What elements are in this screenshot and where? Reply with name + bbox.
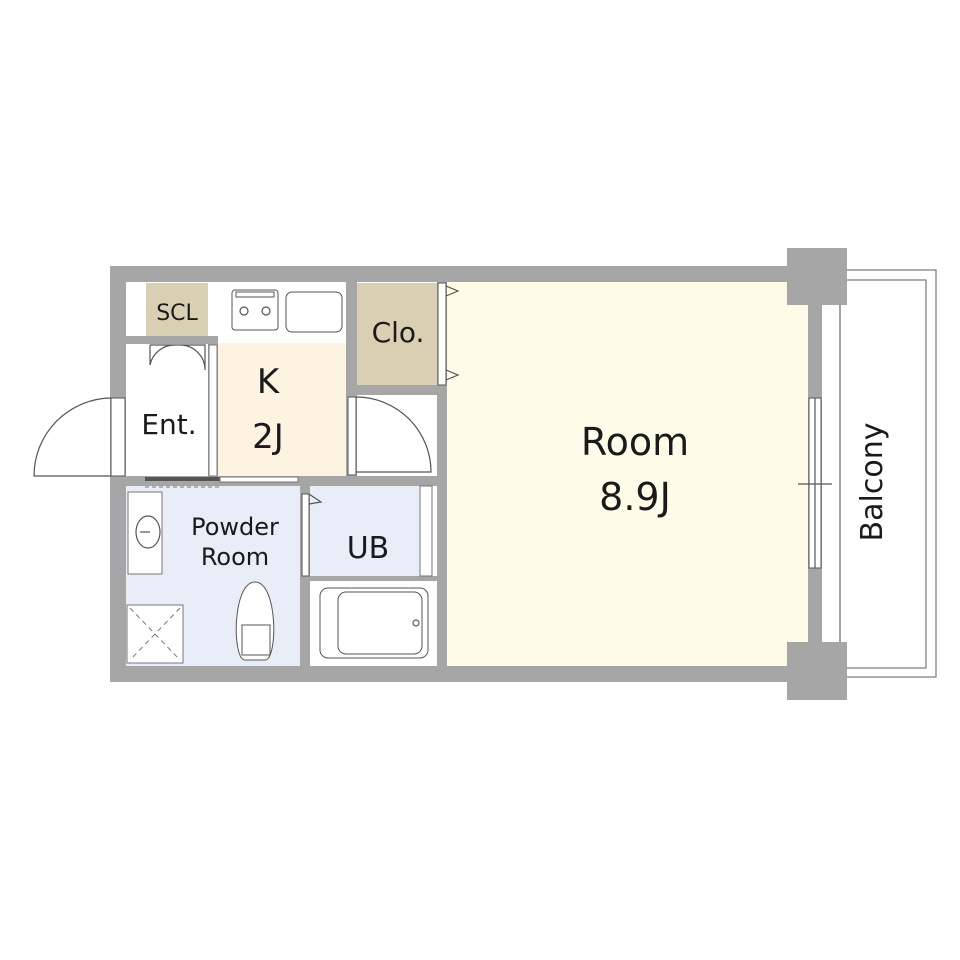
washbasin-icon — [127, 491, 163, 575]
closet-doors[interactable] — [437, 282, 447, 386]
scl-door[interactable] — [149, 344, 206, 371]
room-door[interactable] — [347, 396, 432, 476]
balcony-label: Balcony — [855, 423, 890, 542]
scl-floor — [146, 283, 208, 336]
closet-label: Clo. — [372, 316, 425, 349]
sink-icon — [285, 291, 343, 333]
powder-room-label-2: Room — [201, 543, 269, 571]
kitchen-floor — [218, 343, 346, 476]
unit-bath-label: UB — [347, 531, 390, 566]
window-sash — [798, 398, 832, 568]
kitchen-size: 2J — [252, 417, 284, 457]
main-room-floor — [447, 282, 809, 666]
partition-ent-kitchen — [208, 344, 218, 477]
ub-door[interactable] — [301, 493, 310, 577]
scl-label: SCL — [156, 301, 198, 326]
unit-bath-floor — [310, 486, 432, 581]
entrance-floor — [126, 344, 210, 476]
room-size: 8.9J — [599, 475, 671, 519]
balcony — [839, 269, 937, 678]
washer-space-icon — [126, 604, 184, 664]
room-label: Room — [581, 420, 689, 464]
stove-icon — [231, 289, 279, 331]
closet-floor — [357, 283, 438, 385]
ub-shelf — [419, 485, 433, 577]
kitchen-label: K — [257, 362, 281, 402]
closet-door-marks — [445, 285, 460, 381]
ub-door-mark — [308, 493, 323, 505]
entrance-door[interactable] — [33, 397, 126, 477]
entrance-label: Ent. — [141, 408, 196, 441]
toilet-icon — [235, 581, 275, 661]
scl-slot — [128, 285, 135, 333]
bathtub-icon — [319, 587, 429, 659]
powder-room-label-1: Powder — [191, 513, 279, 541]
powder-sliding-door[interactable] — [145, 476, 299, 488]
